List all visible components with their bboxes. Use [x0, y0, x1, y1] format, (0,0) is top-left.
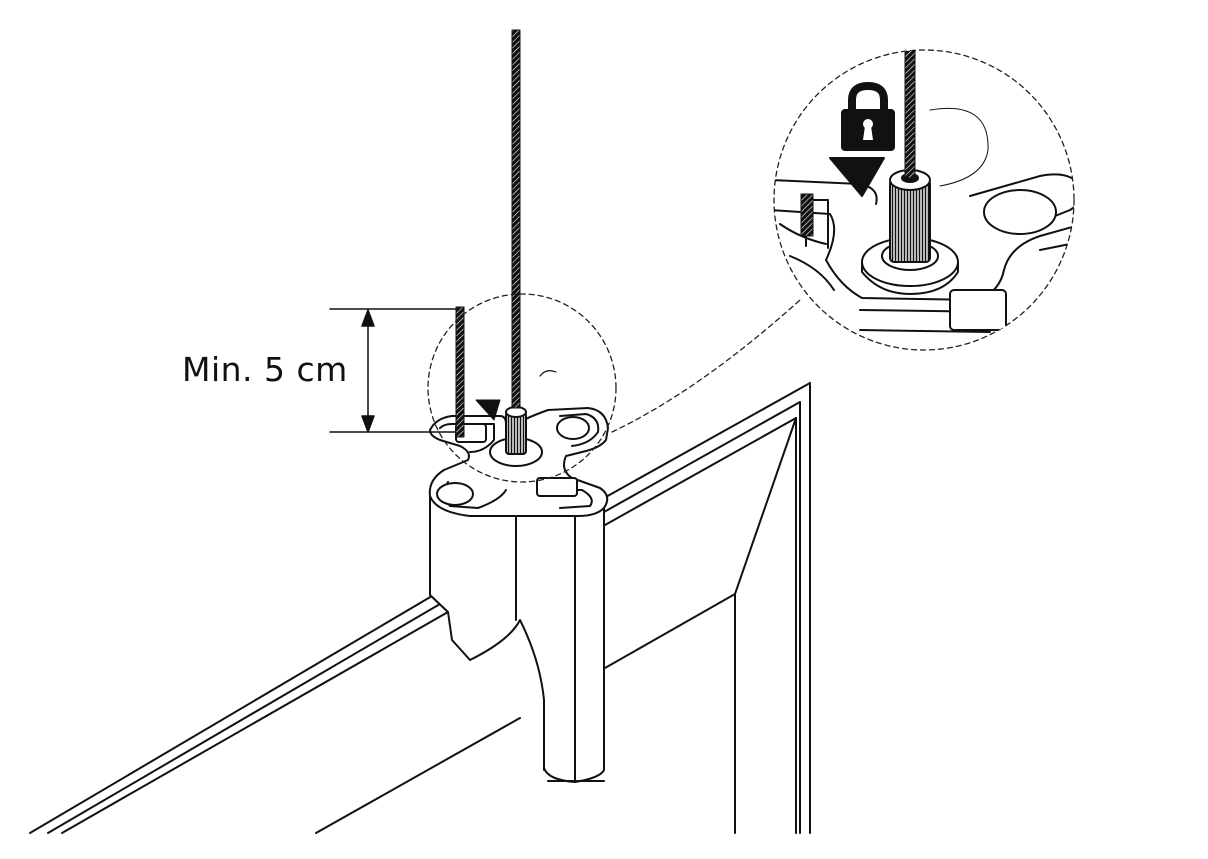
hanging-wire: [511, 29, 521, 409]
wire-gripper: [505, 406, 527, 455]
detail-marker-circle: [427, 293, 617, 483]
dimension-label: Min. 5 cm: [182, 350, 348, 389]
wire-stub: [455, 306, 465, 438]
lock-icon: [841, 82, 895, 151]
triangle-pointer-icon: [829, 157, 885, 197]
post: [429, 489, 605, 783]
picture-frame: [315, 382, 811, 834]
zoom-detail: [773, 49, 1075, 351]
dimension-indicator: [329, 308, 456, 433]
triangle-pointer-icon: [475, 399, 501, 421]
horizontal-rail: [29, 595, 449, 834]
zoom-connector: [611, 299, 801, 433]
